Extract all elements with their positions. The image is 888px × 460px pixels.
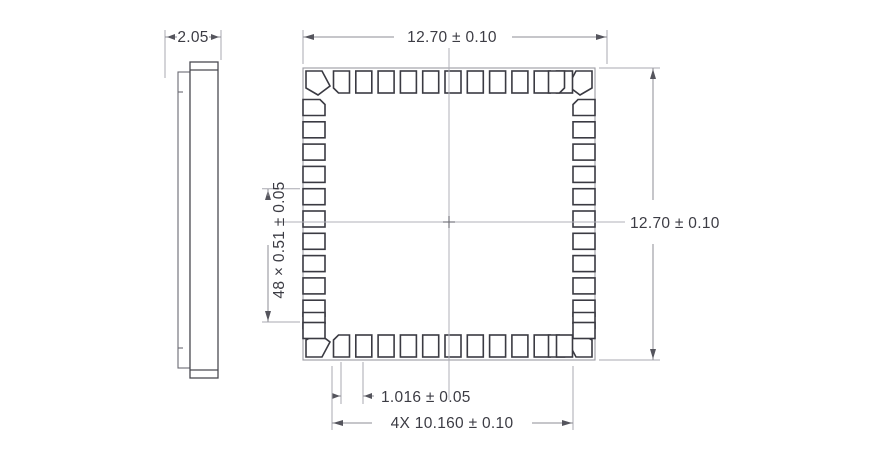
side-view-standoff: [177, 71, 191, 369]
pad-row-right: [572, 98, 596, 340]
dimension-pad-pitch: 1.016 ± 0.05: [332, 362, 471, 406]
pad-top-5: [421, 70, 440, 94]
pad-row-top: [332, 70, 574, 94]
pad-right-1: [572, 98, 596, 117]
pad-top-3: [377, 70, 395, 94]
pad-right-9: [572, 277, 596, 295]
pad-left-9: [302, 277, 326, 295]
side-profile-view: [177, 61, 219, 379]
pad-bottom-4: [399, 334, 418, 358]
pad-span-arrow-left-icon: [333, 420, 343, 426]
corner-pad-top-right: [566, 70, 593, 96]
thickness-arrow-left-icon: [167, 34, 175, 40]
body-width-arrow-left-icon: [304, 34, 314, 40]
pad-width-dimension-label: 48 × 0.51 ± 0.05: [271, 181, 288, 298]
top-plan-view: [275, 48, 625, 400]
dimension-pad-width: 48 × 0.51 ± 0.05: [262, 181, 300, 323]
pad-right-5: [572, 187, 596, 206]
pad-left-2: [302, 121, 326, 139]
dimension-pad-span: 4X 10.160 ± 0.10: [331, 366, 574, 432]
pad-right-4: [572, 165, 596, 184]
pad-right-12: [572, 321, 596, 340]
pad-bottom-8: [488, 334, 507, 358]
pad-pitch-arrow-left-icon: [332, 393, 340, 399]
pad-bottom-3: [377, 334, 395, 358]
pad-bottom-9: [511, 334, 529, 358]
pad-right-7: [572, 232, 596, 251]
pad-left-1: [302, 98, 326, 117]
body-height-arrow-top-icon: [650, 69, 656, 79]
pad-left-4: [302, 165, 326, 184]
thickness-dimension-label: 2.05: [177, 29, 208, 46]
pad-right-2: [572, 121, 596, 139]
body-height-dimension-label: 12.70 ± 0.10: [630, 215, 720, 232]
pad-pitch-arrow-right-icon: [364, 393, 372, 399]
pad-bottom-5: [421, 334, 440, 358]
dimension-thickness: 2.05: [164, 29, 222, 78]
pad-top-2: [354, 70, 373, 94]
pad-row-left: [302, 98, 326, 340]
pad-width-arrow-lower-icon: [265, 311, 271, 321]
pad-top-8: [488, 70, 507, 94]
corner-pad-top-left: [305, 70, 332, 96]
pad-pitch-dimension-label: 1.016 ± 0.05: [381, 389, 471, 406]
pad-top-12: [547, 70, 566, 94]
pad-span-arrow-right-icon: [562, 420, 572, 426]
pad-right-3: [572, 143, 596, 161]
pad-top-6: [444, 70, 462, 94]
pad-bottom-6: [444, 334, 462, 358]
pad-top-7: [466, 70, 485, 94]
pad-top-4: [399, 70, 418, 94]
thickness-arrow-right-icon: [211, 34, 219, 40]
dimension-body-height: 12.70 ± 0.10: [599, 67, 720, 361]
pad-bottom-2: [354, 334, 373, 358]
side-view-body: [189, 61, 219, 379]
pad-bottom-1: [332, 334, 351, 358]
pad-right-6: [572, 210, 596, 228]
body-width-dimension-label: 12.70 ± 0.10: [407, 29, 497, 46]
body-width-arrow-right-icon: [596, 34, 606, 40]
pad-top-9: [511, 70, 529, 94]
pad-left-5: [302, 187, 326, 206]
pad-span-dimension-label: 4X 10.160 ± 0.10: [391, 415, 514, 432]
pad-bottom-7: [466, 334, 485, 358]
pad-left-6: [302, 210, 326, 228]
pad-left-8: [302, 254, 326, 273]
pad-left-12: [302, 321, 326, 340]
pad-left-3: [302, 143, 326, 161]
dimension-body-width: 12.70 ± 0.10: [302, 29, 608, 64]
pad-right-8: [572, 254, 596, 273]
pad-left-7: [302, 232, 326, 251]
body-height-arrow-bottom-icon: [650, 349, 656, 359]
pad-top-1: [332, 70, 351, 94]
pad-row-bottom: [332, 334, 574, 358]
center-mark-icon: [443, 216, 455, 228]
pad-bottom-12: [555, 334, 574, 358]
